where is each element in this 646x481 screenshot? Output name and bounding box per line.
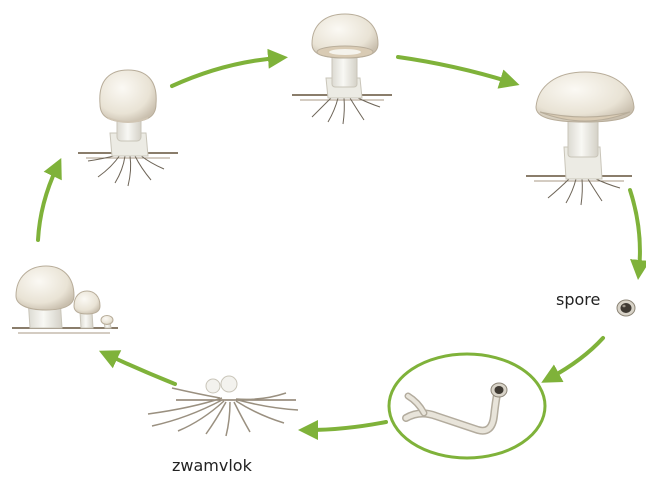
mushroom-mature-open-cap xyxy=(526,72,634,205)
highlight-circle xyxy=(389,354,545,458)
mushroom-closed-cap xyxy=(78,70,178,186)
germinating-spore-stage xyxy=(389,354,545,458)
arrow-mycelium-to-young xyxy=(108,355,175,384)
arrow-opening-to-mature xyxy=(398,57,510,82)
arrow-closed-to-opening xyxy=(172,58,278,86)
arrow-mature-to-spore xyxy=(630,190,640,270)
mycelium-label: zwamvlok xyxy=(172,456,252,475)
arrow-spore-to-hypha xyxy=(550,338,603,378)
spore-label: spore xyxy=(556,290,600,309)
arrow-young-to-closed xyxy=(38,167,57,240)
arrow-hypha-to-mycelium xyxy=(308,422,386,430)
mycelium xyxy=(148,376,298,436)
mushroom-opening-cap xyxy=(292,14,392,124)
spore xyxy=(617,300,635,316)
young-mushrooms xyxy=(12,266,118,333)
